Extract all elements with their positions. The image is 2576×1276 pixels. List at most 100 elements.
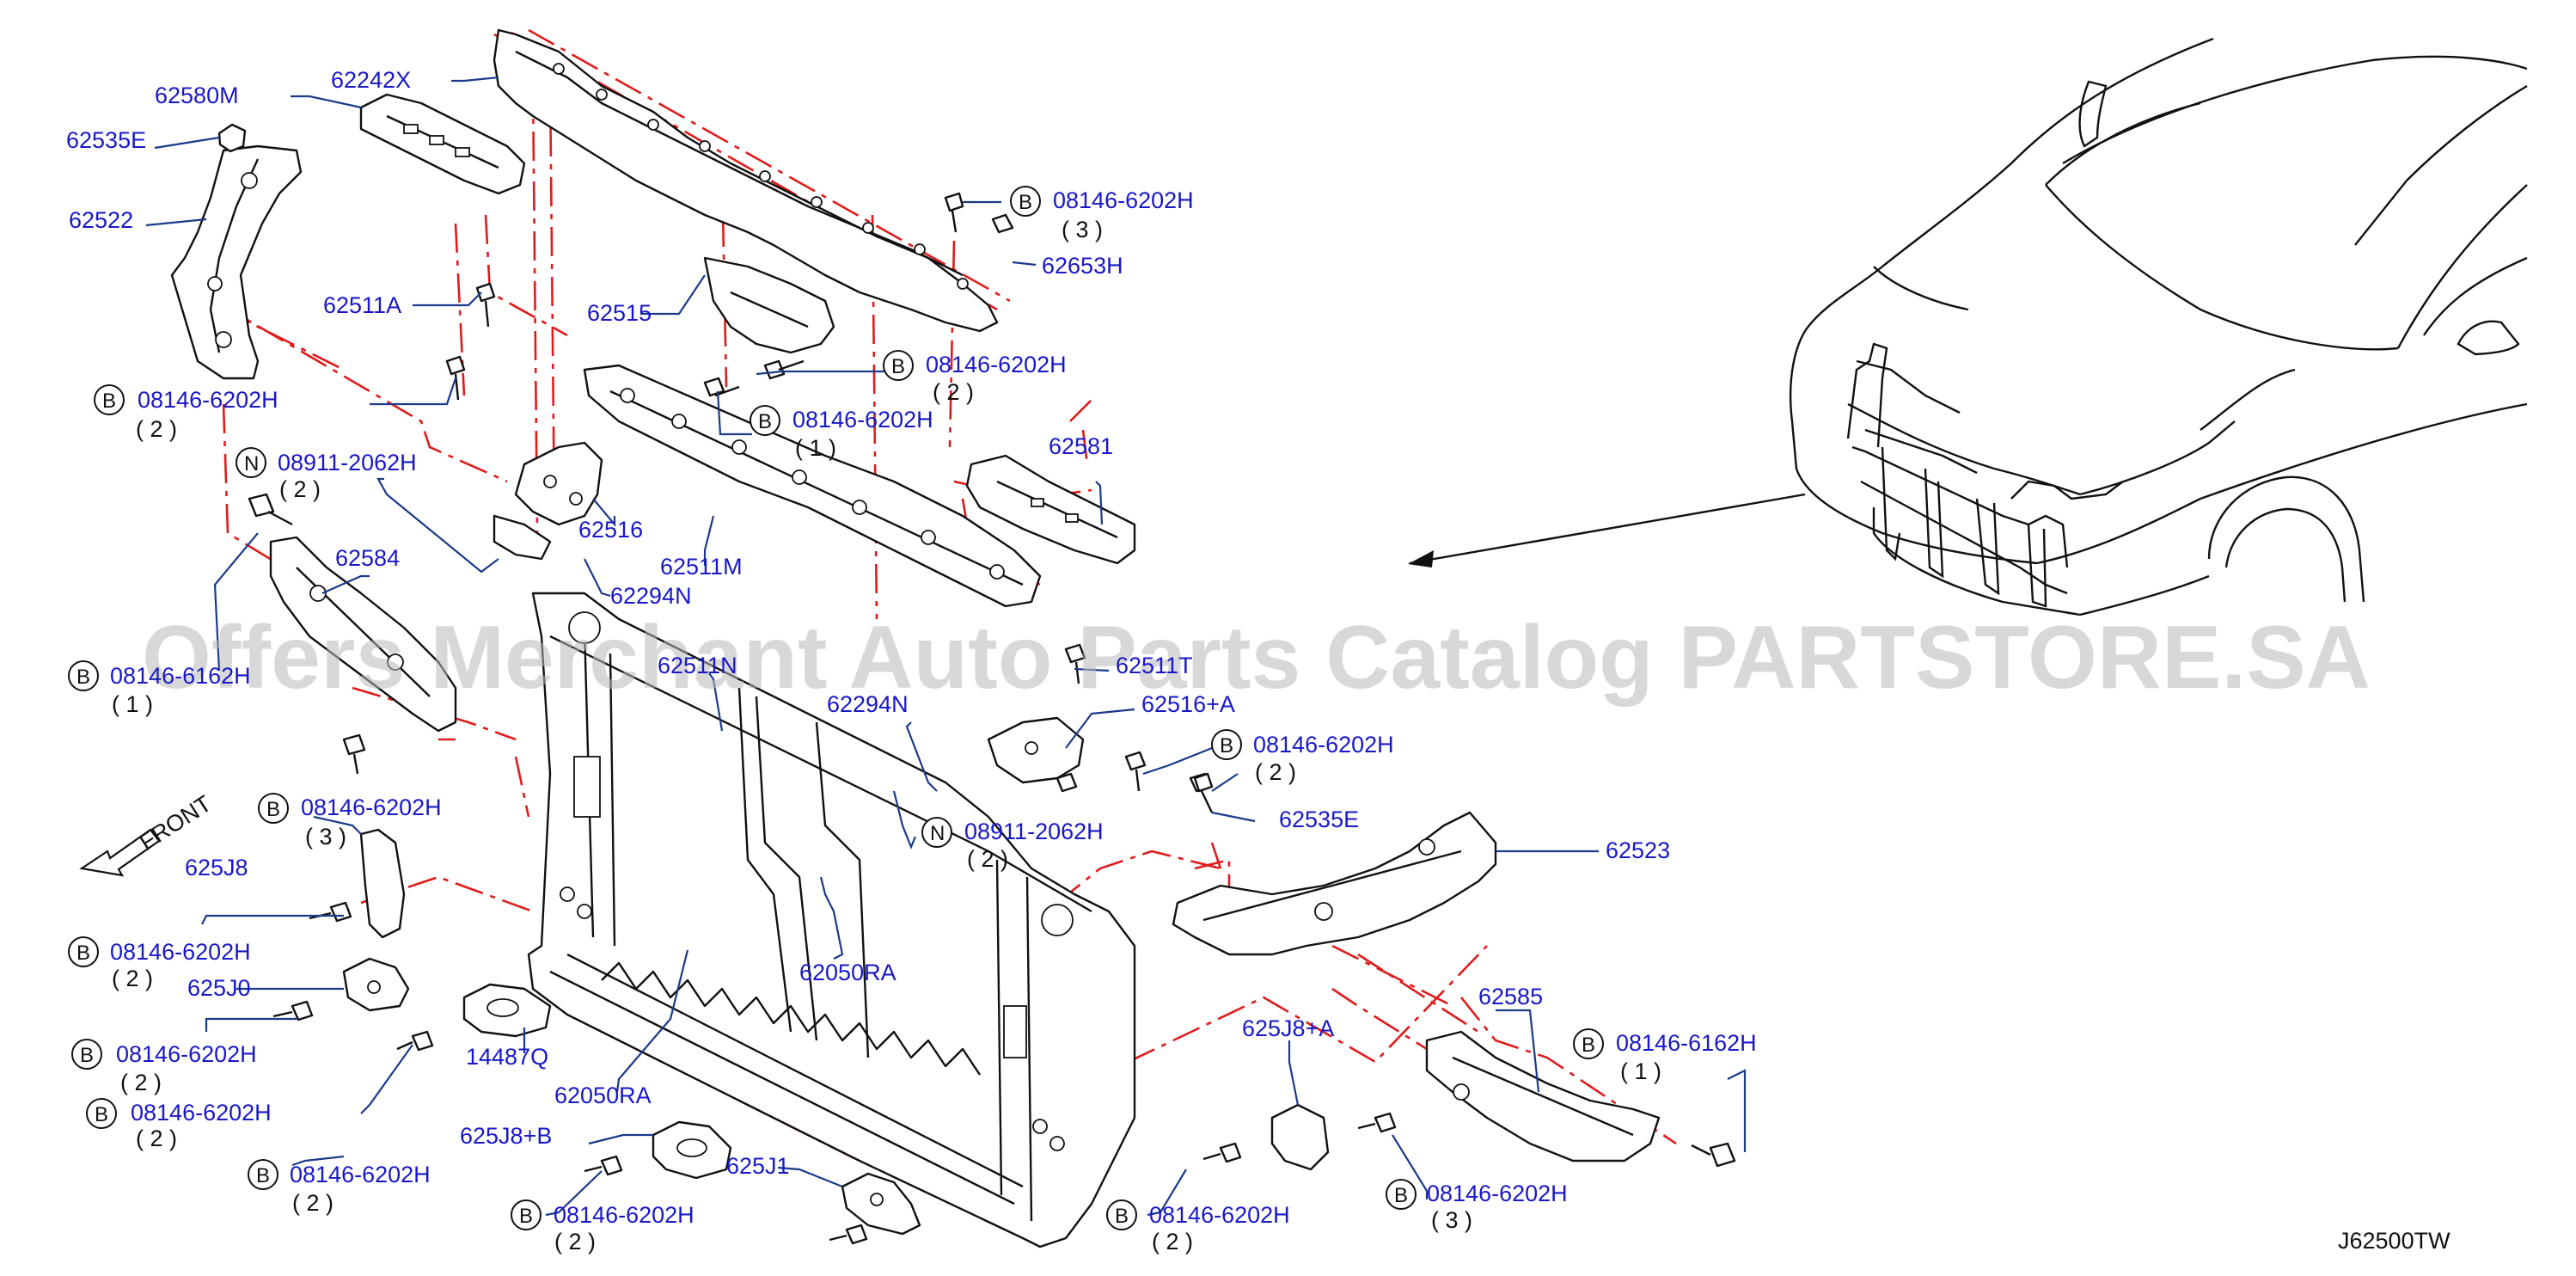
part-62584-side-bracket bbox=[269, 536, 457, 733]
part-625J1-bracket bbox=[841, 1172, 921, 1236]
callout: B 08146-6202H ( 2 ) bbox=[86, 1098, 272, 1151]
part-625J8B-bracket bbox=[652, 1120, 732, 1180]
callout-label: 08146-6202H bbox=[116, 1041, 257, 1067]
callout: 62516+A bbox=[1141, 691, 1235, 717]
callout: B 08146-6162H ( 1 ) bbox=[68, 660, 251, 717]
callout-label: 625J8+B bbox=[460, 1123, 552, 1149]
callout: 625J8 bbox=[185, 855, 248, 880]
bolt-icon bbox=[342, 733, 366, 775]
clip-icon bbox=[991, 213, 1014, 234]
callout: B 08146-6202H ( 2 ) bbox=[94, 384, 278, 442]
callout-qty: ( 2 ) bbox=[933, 379, 974, 405]
vehicle-illustration bbox=[1789, 37, 2528, 617]
callout-qty: ( 2 ) bbox=[136, 1126, 177, 1151]
bolt-icon bbox=[445, 355, 466, 401]
bolt-icon bbox=[1202, 1142, 1242, 1163]
callout-label: 62584 bbox=[335, 545, 400, 571]
callout-label: 08146-6162H bbox=[110, 663, 251, 689]
bolt-icon bbox=[396, 1030, 434, 1052]
callout-qty: ( 2 ) bbox=[1152, 1229, 1193, 1255]
callout-qty: ( 2 ) bbox=[120, 1070, 162, 1095]
part-62516-bracket bbox=[514, 441, 603, 526]
callout: B 08146-6202H ( 3 ) bbox=[258, 793, 442, 850]
callout-marker: N bbox=[244, 452, 259, 475]
part-62522-side-bracket bbox=[170, 144, 303, 380]
bolt-icon bbox=[1064, 643, 1086, 684]
callout-marker: B bbox=[891, 355, 905, 378]
callout-label: 14487Q bbox=[466, 1044, 548, 1070]
callout-qty: ( 2 ) bbox=[112, 966, 153, 991]
leader-lines bbox=[145, 76, 1747, 1217]
callout: 625J1 bbox=[726, 1153, 790, 1179]
callout-label: 62581 bbox=[1049, 433, 1113, 459]
callout: 62516 bbox=[578, 517, 643, 543]
callout-qty: ( 1 ) bbox=[112, 691, 153, 717]
watermark: Offers Merchant Auto Parts Catalog PARTS… bbox=[142, 608, 2371, 708]
callout-label: 62511A bbox=[323, 292, 401, 318]
callout-label: 08146-6202H bbox=[301, 794, 442, 820]
callout-label: 08911-2062H bbox=[278, 450, 417, 475]
part-62516A-bracket bbox=[987, 716, 1085, 784]
callout-qty: ( 2 ) bbox=[967, 846, 1008, 872]
clip-icon bbox=[1055, 772, 1078, 793]
callout: 62515 bbox=[587, 300, 652, 326]
bolt-icon bbox=[1124, 751, 1147, 792]
callout-marker: B bbox=[1115, 1205, 1129, 1228]
callout-label: 62511M bbox=[660, 554, 743, 580]
bolt-icon bbox=[829, 1224, 868, 1245]
callout-label: 625J0 bbox=[187, 975, 251, 1001]
diagram-code: J62500TW bbox=[2338, 1228, 2451, 1254]
callout-marker: N bbox=[930, 822, 945, 845]
callout-qty: ( 2 ) bbox=[136, 416, 177, 442]
callout: B 08146-6202H ( 2 ) bbox=[511, 1199, 694, 1255]
callout-label: 62585 bbox=[1478, 984, 1543, 1009]
part-62294N-nut-left bbox=[493, 514, 552, 561]
callout: 625J8+B bbox=[460, 1123, 552, 1149]
bolt-icon bbox=[272, 1000, 314, 1021]
callout: 62242X bbox=[331, 67, 411, 93]
callout: B 08146-6202H ( 2 ) bbox=[248, 1159, 431, 1216]
callout-qty: ( 3 ) bbox=[1431, 1207, 1472, 1233]
callout-label: 08146-6202H bbox=[1149, 1202, 1290, 1228]
callout: 625J0 bbox=[187, 975, 251, 1001]
pointer-arrow bbox=[1408, 493, 1806, 567]
bolt-icon bbox=[1691, 1142, 1736, 1168]
callout-qty: ( 1 ) bbox=[795, 435, 836, 461]
callout-label: 08146-6202H bbox=[1253, 732, 1394, 758]
callout: N 08911-2062H ( 2 ) bbox=[921, 817, 1104, 872]
callout-label: 62294N bbox=[610, 583, 692, 609]
callout: 14487Q bbox=[466, 1044, 548, 1070]
callout-marker: B bbox=[758, 410, 772, 433]
callout-marker: B bbox=[519, 1205, 533, 1228]
callout-marker: B bbox=[266, 798, 280, 821]
callout-label: 62535E bbox=[66, 127, 146, 153]
callout-label: 62511N bbox=[658, 653, 737, 678]
callout-marker: B bbox=[256, 1164, 270, 1187]
part-14487Q-bracket bbox=[462, 983, 552, 1038]
callout-label: 62653H bbox=[1042, 253, 1123, 279]
bolt-icon bbox=[248, 493, 293, 526]
clip-icon bbox=[1193, 772, 1214, 793]
callout: 62584 bbox=[335, 545, 400, 571]
callout-qty: ( 2 ) bbox=[292, 1190, 333, 1216]
front-label: FRONT bbox=[135, 790, 216, 856]
callout-label: 62242X bbox=[331, 67, 411, 93]
callout-label: 62522 bbox=[69, 207, 133, 233]
callout: B 08146-6202H ( 1 ) bbox=[750, 405, 933, 461]
callout-label: 62523 bbox=[1606, 837, 1670, 863]
callout: B 08146-6202H ( 3 ) bbox=[1010, 186, 1194, 242]
callout-marker: B bbox=[1582, 1034, 1595, 1057]
callout: 62535E bbox=[1279, 807, 1359, 832]
callout: B 08146-6202H ( 2 ) bbox=[71, 1039, 257, 1095]
callout: 62050RA bbox=[799, 960, 896, 985]
callout: 62581 bbox=[1049, 433, 1113, 459]
callout: 62535E bbox=[66, 127, 146, 153]
part-625J8A-bracket bbox=[1270, 1103, 1330, 1171]
part-62523-side-bracket bbox=[1172, 811, 1497, 956]
callout-label: 08911-2062H bbox=[964, 819, 1104, 844]
callout-label: 62516 bbox=[578, 517, 643, 543]
bolt-icon bbox=[944, 192, 964, 233]
callout: 62522 bbox=[69, 207, 133, 233]
callout-label: 08146-6202H bbox=[138, 387, 278, 413]
callout: B 08146-6202H ( 2 ) bbox=[68, 936, 251, 991]
